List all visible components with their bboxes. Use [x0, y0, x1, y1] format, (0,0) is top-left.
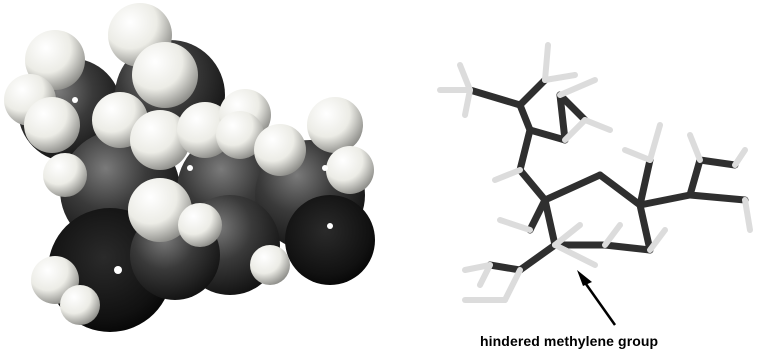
atom-spheres	[4, 3, 375, 332]
hydrogen-atom	[60, 285, 100, 325]
hydrogen-atom	[216, 111, 264, 159]
hydrogen-atom	[128, 178, 192, 242]
hydrogen-atom	[132, 42, 198, 108]
hydrogen-atom	[25, 30, 85, 90]
hydrogen-atom	[326, 146, 374, 194]
hydrogen-atom	[43, 153, 87, 197]
annotation-arrow	[577, 270, 617, 326]
annotation-label: hindered methylene group	[480, 333, 659, 349]
stick-model	[437, 42, 753, 326]
hydrogen-bonds	[437, 42, 753, 303]
bonds	[437, 42, 753, 303]
carbon-bonds	[466, 76, 749, 274]
hydrogen-atom	[250, 245, 290, 285]
hydrogen-atom	[307, 97, 363, 153]
highlight	[72, 97, 78, 103]
hydrogen-atom	[254, 124, 306, 176]
space-filling-model	[4, 3, 375, 332]
hydrogen-atom	[24, 97, 80, 153]
highlight	[114, 266, 122, 274]
highlight	[322, 165, 328, 171]
carbon-atom	[285, 195, 375, 285]
highlight	[187, 165, 193, 171]
hydrogen-atom	[178, 203, 222, 247]
highlight	[327, 223, 333, 229]
hydrogen-atom	[130, 110, 190, 170]
